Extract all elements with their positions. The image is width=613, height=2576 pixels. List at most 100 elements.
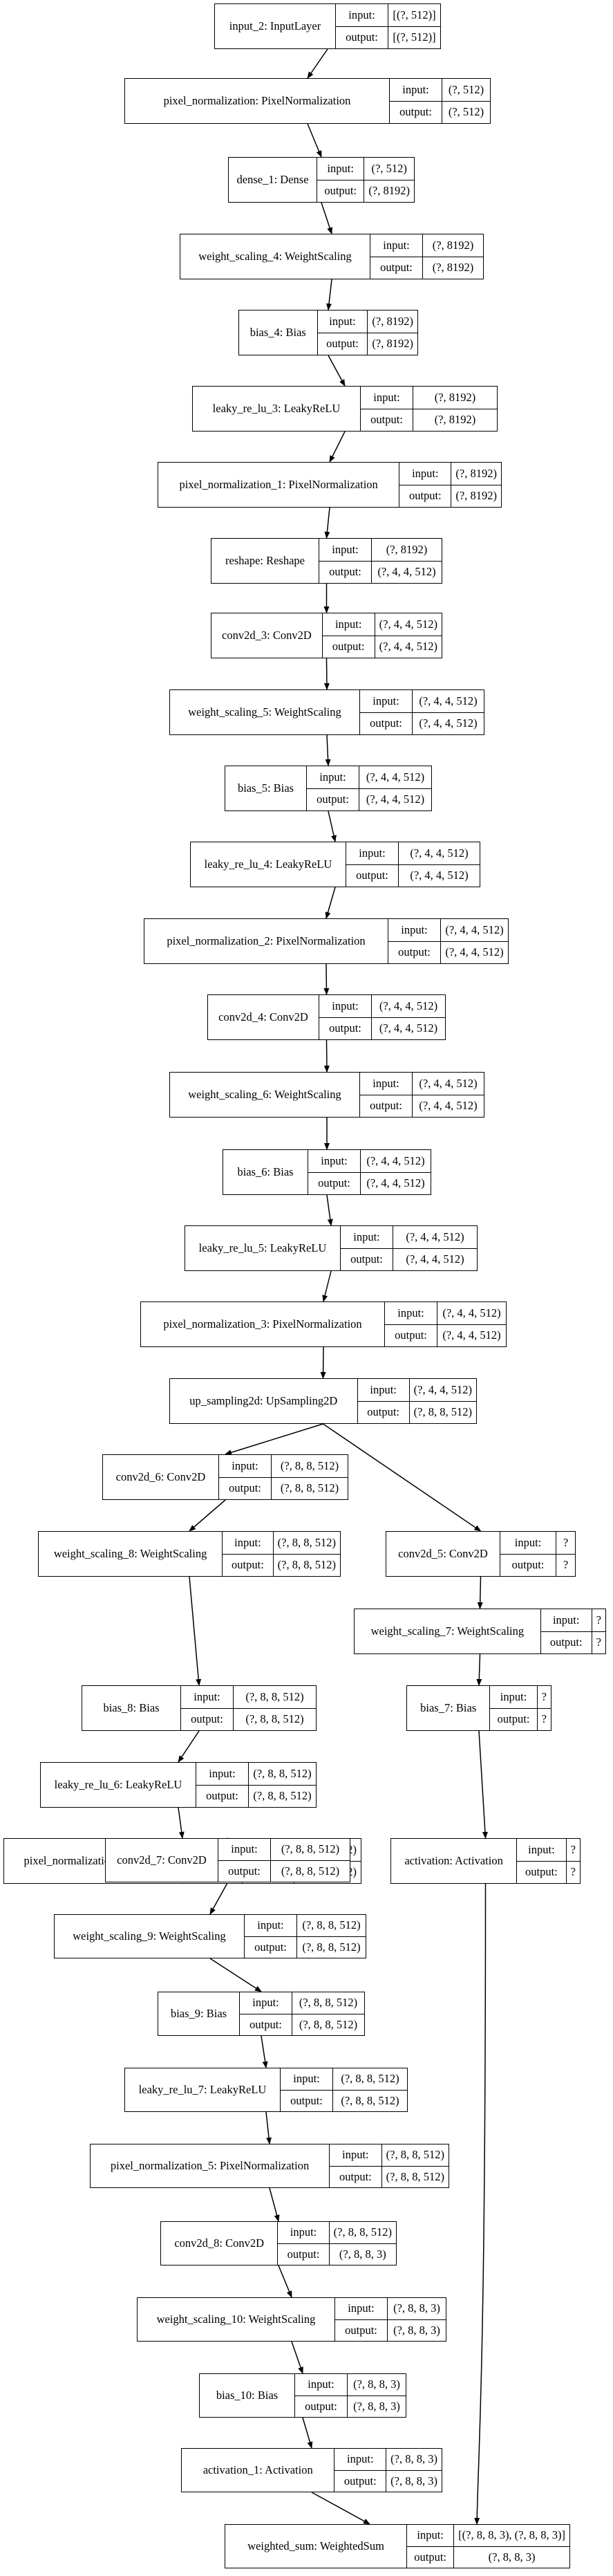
edge-arrow	[322, 1270, 332, 1302]
output-shape: (?, 4, 4, 512)	[442, 1328, 501, 1342]
output-shape: (?, 8, 8, 512)	[281, 1864, 340, 1878]
input-label: input:	[196, 1763, 248, 1786]
io-labels: input:output:	[399, 463, 452, 507]
layer-name: weight_scaling_8: WeightScaling	[39, 1532, 223, 1576]
input-shape: [(?, 512)]	[388, 4, 440, 27]
edge-arrow	[325, 887, 336, 919]
io-labels: input:output:	[319, 995, 372, 1039]
io-labels: input:output:	[330, 2144, 382, 2187]
input-label: input:	[317, 311, 368, 333]
edge-arrow	[323, 963, 330, 995]
io-labels: input:output:	[240, 1992, 292, 2035]
output-label: output:	[398, 945, 431, 958]
layer-name: weight_scaling_4: WeightScaling	[180, 234, 370, 279]
input-label: input:	[334, 2449, 386, 2471]
layer-name: leaky_re_lu_7: LeakyReLU	[125, 2068, 281, 2111]
output-shape: (?, 4, 4, 512)	[377, 565, 436, 578]
output-shape: (?, 512)	[448, 105, 484, 118]
input-label: input:	[330, 2144, 381, 2167]
output-label: output:	[395, 1328, 427, 1342]
shape-values: (?, 8, 8, 512)(?, 8, 8, 512)	[333, 2068, 407, 2111]
layer-name: input_2: InputLayer	[215, 4, 336, 48]
output-label: output:	[318, 1176, 350, 1189]
output-shape: ?	[570, 1865, 576, 1878]
io-labels: input:output:	[335, 2298, 388, 2341]
edge-arrow	[178, 1730, 200, 1763]
shape-values: (?, 8, 8, 512)(?, 8, 8, 512)	[271, 1839, 350, 1882]
io-labels: input:output:	[370, 234, 423, 279]
output-label: output:	[525, 1865, 558, 1878]
output-shape: (?, 4, 4, 512)	[379, 1021, 438, 1035]
shape-values: (?, 4, 4, 512)(?, 4, 4, 512)	[441, 919, 508, 963]
shape-values: [(?, 512)][(?, 512)]	[388, 4, 440, 48]
layer-name: conv2d_4: Conv2D	[208, 995, 319, 1039]
output-label: output:	[191, 1712, 223, 1725]
shape-values: (?, 8, 8, 512)(?, 8, 8, 512)	[272, 1455, 348, 1499]
layer-name: activation_1: Activation	[182, 2449, 335, 2492]
layer-name: pixel_normalization: PixelNormalization	[125, 79, 390, 123]
output-shape: ?	[596, 1636, 601, 1649]
edge-arrow	[323, 1039, 330, 1073]
output-label: output:	[343, 2474, 377, 2487]
edge-arrow	[476, 1653, 482, 1686]
output-shape: (?, 4, 4, 512)	[419, 1099, 478, 1112]
shape-values: (?, 512)(?, 512)	[442, 79, 490, 123]
layer-name: weight_scaling_5: WeightScaling	[170, 690, 360, 734]
output-shape: (?, 8, 8, 512)	[413, 1405, 472, 1418]
io-labels: input:output:	[361, 387, 413, 431]
input-shape: (?, 4, 4, 512)	[409, 1379, 476, 1402]
input-label: input:	[308, 1150, 360, 1173]
input-label: input:	[346, 842, 398, 865]
input-label: input:	[390, 79, 442, 102]
output-label: output:	[370, 1099, 402, 1112]
shape-values: (?, 8, 8, 3)(?, 8, 8, 3)	[386, 2449, 442, 2492]
edge-arrow	[265, 2111, 272, 2144]
input-label: input:	[388, 919, 440, 942]
output-shape: (?, 4, 4, 512)	[419, 716, 478, 730]
shape-values: (?, 8, 8, 512)(?, 8, 8, 512)	[381, 2144, 449, 2187]
output-shape: (?, 8, 8, 3)	[393, 2323, 440, 2337]
edge-arrow	[307, 48, 328, 79]
input-label: input:	[336, 4, 388, 27]
input-shape: (?, 8, 8, 512)	[333, 2068, 407, 2091]
layer-name: dense_1: Dense	[229, 158, 318, 202]
output-shape: (?, 8, 8, 512)	[245, 1712, 304, 1725]
input-shape: ?	[566, 1839, 580, 1862]
shape-values: (?, 4, 4, 512) (?, 4, 4, 512)	[372, 995, 445, 1039]
io-labels: input: output:	[388, 919, 441, 963]
io-labels: input:output:	[196, 1763, 249, 1807]
layer-name: conv2d_5: Conv2D	[386, 1532, 500, 1576]
io-labels: input:output:	[357, 1379, 410, 1423]
layer-name: weight_scaling_7: WeightScaling	[355, 1609, 541, 1653]
output-label: output:	[408, 489, 442, 502]
shape-values: (?, 8192)(?, 8192)	[451, 463, 501, 507]
output-label: output:	[346, 30, 378, 44]
output-shape: ?	[563, 1558, 569, 1571]
input-label: input:	[240, 1992, 292, 2014]
shape-values: ??	[537, 1686, 551, 1730]
layer-name: weight_scaling_6: WeightScaling	[170, 1073, 360, 1117]
shape-values: (?, 8192)(?, 8192)	[423, 234, 483, 279]
input-shape: (?, 8, 8, 512)	[234, 1686, 316, 1709]
input-shape: (?, 4, 4, 512)	[393, 1226, 477, 1249]
output-shape: (?, 8, 8, 3)	[339, 2247, 386, 2261]
input-shape: (?, 4, 4, 512)	[372, 995, 445, 1018]
edge-arrow	[278, 2265, 292, 2298]
layer-name: conv2d_3: Conv2D	[211, 613, 323, 658]
io-labels: input:output:	[295, 2374, 348, 2417]
layer-name: leaky_re_lu_6: LeakyReLU	[41, 1763, 196, 1807]
layer-name: bias_9: Bias	[158, 1992, 240, 2035]
